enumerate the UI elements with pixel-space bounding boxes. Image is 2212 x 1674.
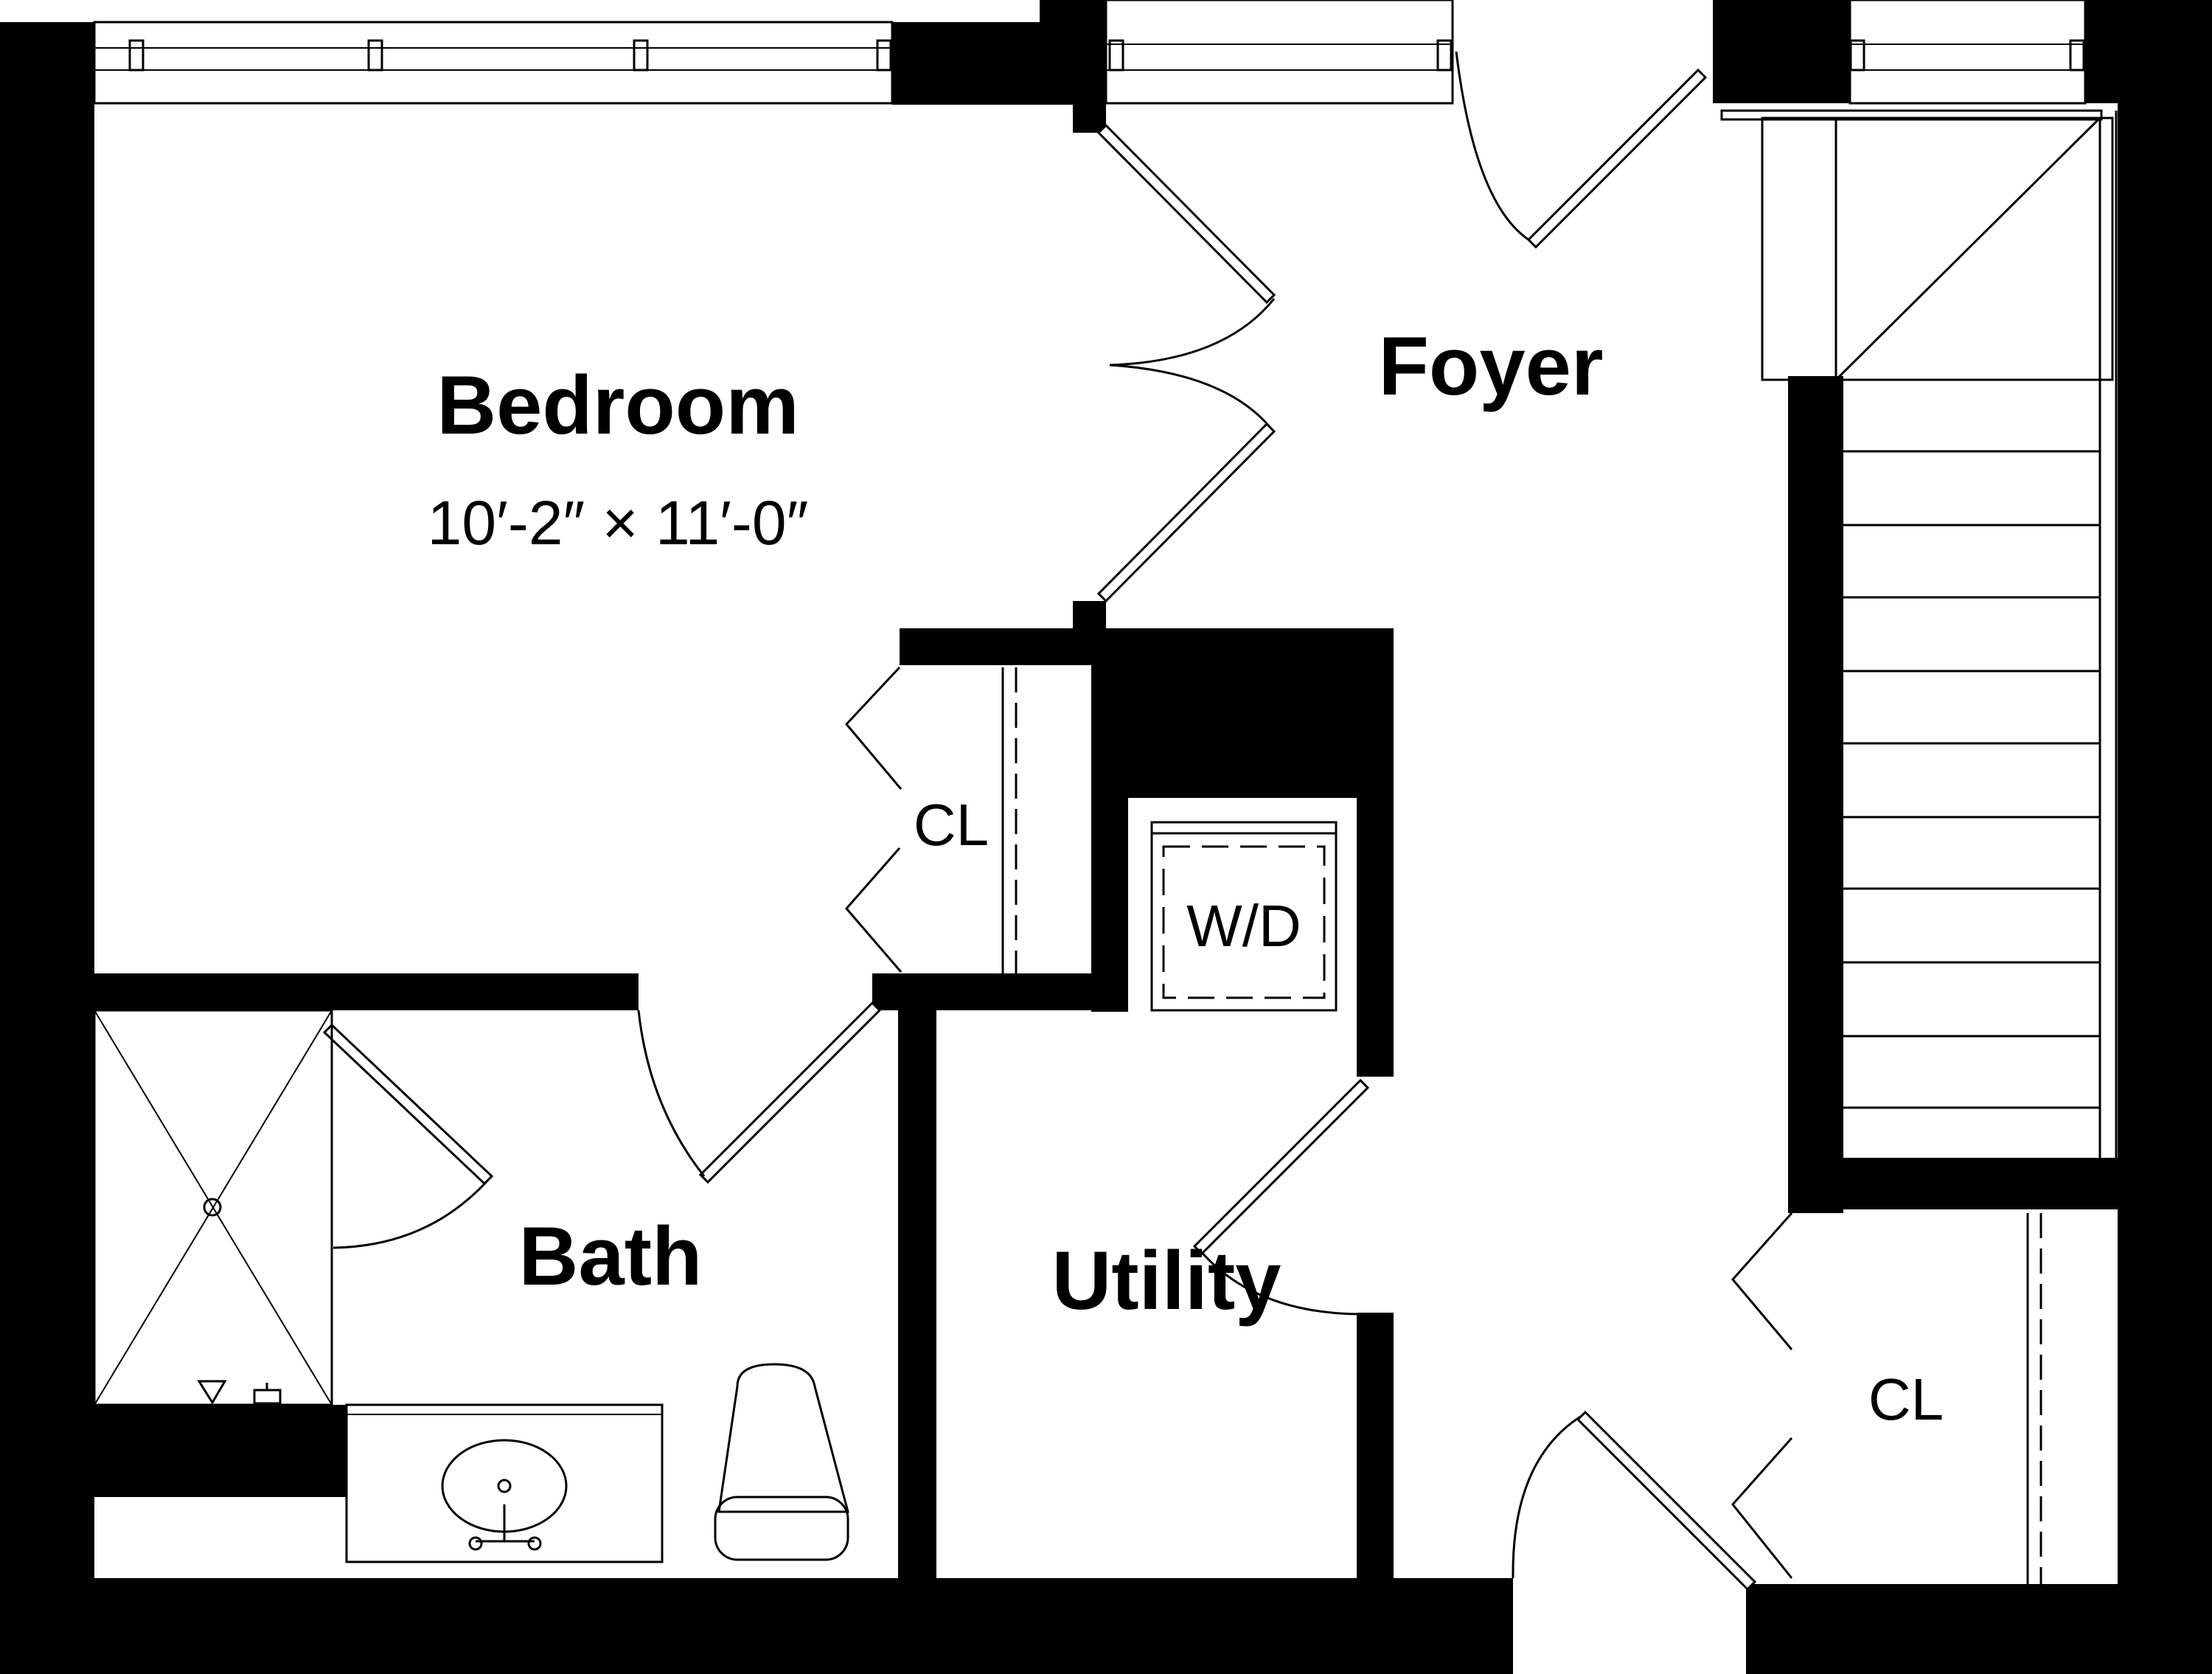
doors [322, 51, 1793, 1591]
wall-top-right-pier [1713, 0, 1850, 103]
door-utility [1192, 1078, 1370, 1316]
wall-right [2118, 0, 2212, 1674]
wall-bedroom-bath [0, 973, 639, 1010]
wall-bottom-left [0, 1578, 1513, 1674]
window-bedroom [93, 21, 894, 105]
window-stair [1848, 0, 2087, 105]
vanity [345, 1403, 664, 1563]
closet-rods [1001, 667, 2042, 1584]
wall-utility-right [1357, 1313, 1394, 1582]
washer-dryer-label: W/D [1186, 893, 1301, 959]
wall-closet-right [1091, 628, 1128, 1012]
door-bath [637, 1001, 882, 1184]
staircase [1720, 109, 2118, 1158]
door-foyer-bottom [1512, 1410, 1757, 1591]
wall-stair-bottom [1788, 1158, 2212, 1209]
wall-closet2-corner [1788, 1158, 1843, 1213]
closet-bedroom-label: CL [914, 792, 989, 858]
wall-door-jamb-top [1073, 103, 1106, 133]
utility-label: Utility [1051, 1234, 1281, 1327]
bedroom-label: Bedroom [437, 359, 799, 451]
door-shower [322, 1023, 494, 1249]
window-foyer [1105, 0, 1454, 105]
foyer-label: Foyer [1379, 320, 1604, 412]
wall-closet-bottom [872, 973, 1128, 1010]
toilet [714, 1363, 849, 1561]
wall-utility-mass [1091, 628, 1394, 798]
door-closet-bifold [844, 666, 902, 973]
windows [93, 0, 2087, 105]
shower [93, 1009, 333, 1406]
wall-left [0, 22, 94, 1674]
door-foyer-top [1455, 51, 1708, 249]
wall-top-pier [892, 22, 1106, 105]
door-closet2-bifold [1731, 1212, 1793, 1579]
wall-top-pier-cap [1040, 0, 1106, 26]
room-labels: Bedroom 10′-2″ × 11′-0″ Foyer Bath Utili… [428, 320, 1944, 1432]
bath-label: Bath [519, 1210, 703, 1302]
closet-foyer-label: CL [1868, 1366, 1944, 1432]
door-bedroom-double [1096, 123, 1276, 603]
bath-fixtures [93, 1009, 849, 1563]
wall-wd-right [1357, 796, 1394, 1077]
wall-bath-utility [898, 1010, 936, 1582]
wall-stair-left [1788, 376, 1843, 1209]
wall-bath-lower [0, 1405, 347, 1497]
washer-dryer [1150, 821, 1338, 1012]
bedroom-dimensions: 10′-2″ × 11′-0″ [428, 488, 809, 558]
wall-bottom-right [1746, 1584, 2212, 1674]
